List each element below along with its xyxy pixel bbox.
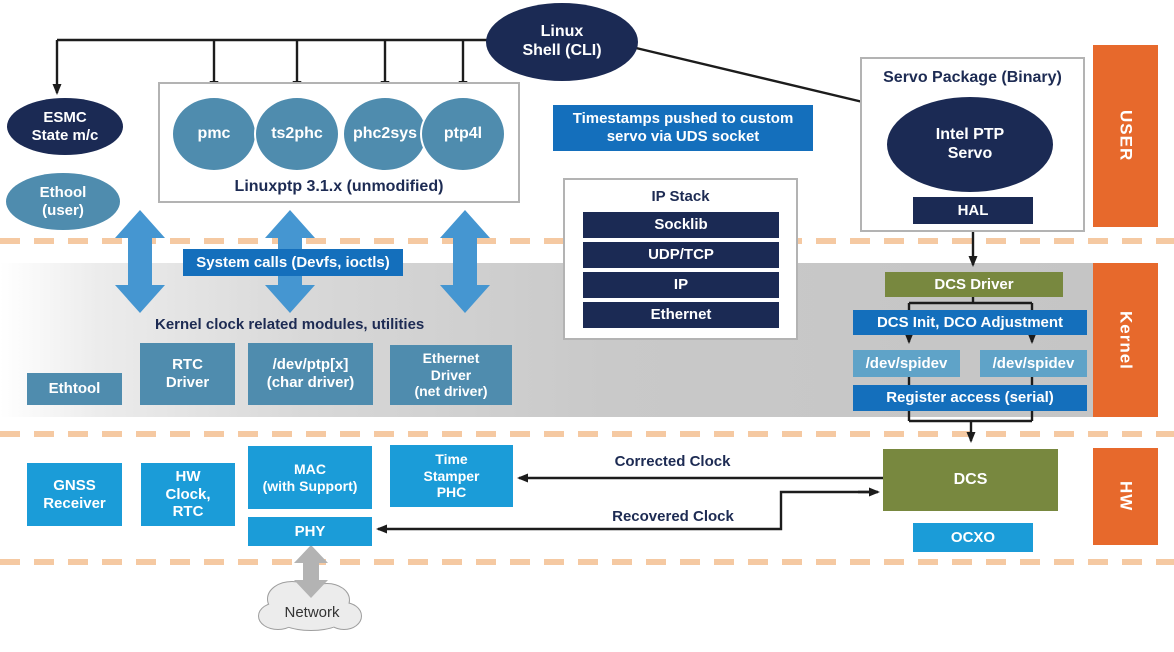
recovered-clock-arrow bbox=[376, 490, 877, 534]
mac-box: MAC (with Support) bbox=[248, 446, 372, 509]
ip-stack-row-socklib: Socklib bbox=[583, 212, 779, 238]
phy-network-arrow bbox=[294, 545, 328, 598]
ip-stack-row-ethernet: Ethernet bbox=[583, 302, 779, 328]
dcs-driver-box: DCS Driver bbox=[885, 272, 1063, 297]
network-label: Network bbox=[284, 604, 340, 621]
phc2sys-node: phc2sys bbox=[342, 96, 428, 172]
pmc-node: pmc bbox=[171, 96, 257, 172]
corrected-clock-label: Corrected Clock bbox=[614, 453, 731, 470]
spidev-left-box: /dev/spidev bbox=[853, 350, 960, 377]
recovered-clock-label: Recovered Clock bbox=[612, 508, 734, 525]
kernel-modules-caption: Kernel clock related modules, utilities bbox=[155, 316, 425, 333]
layer-divider-kernel-hw bbox=[0, 431, 1174, 437]
timestamps-note: Timestamps pushed to custom servo via UD… bbox=[553, 105, 813, 151]
esmc-state-node: ESMC State m/c bbox=[7, 98, 123, 155]
rtc-driver-box: RTC Driver bbox=[140, 343, 235, 405]
ethool-user-node: Ethool (user) bbox=[6, 173, 120, 230]
servo-package-title: Servo Package (Binary) bbox=[883, 69, 1062, 86]
register-access-box: Register access (serial) bbox=[853, 385, 1087, 411]
ts2phc-node: ts2phc bbox=[254, 96, 340, 172]
linuxptp-caption: Linuxptp 3.1.x (unmodified) bbox=[234, 178, 444, 195]
ip-stack-title: IP Stack bbox=[651, 188, 710, 205]
ethernet-driver-box: Ethernet Driver (net driver) bbox=[390, 345, 512, 405]
ethtool-box: Ethtool bbox=[27, 373, 122, 405]
ip-stack-box: IP Stack Socklib UDP/TCP IP Ethernet bbox=[563, 178, 798, 340]
layer-bar-user: USER bbox=[1093, 45, 1158, 227]
ocxo-box: OCXO bbox=[913, 523, 1033, 552]
hw-clock-rtc-box: HW Clock, RTC bbox=[141, 463, 235, 526]
system-calls-box: System calls (Devfs, ioctls) bbox=[183, 249, 403, 276]
dev-ptp-box: /dev/ptp[x] (char driver) bbox=[248, 343, 373, 405]
dcs-init-box: DCS Init, DCO Adjustment bbox=[853, 310, 1087, 335]
phy-box: PHY bbox=[248, 517, 372, 546]
ip-stack-row-ip: IP bbox=[583, 272, 779, 298]
gnss-receiver-box: GNSS Receiver bbox=[27, 463, 122, 526]
shell-fanout-lines bbox=[52, 38, 890, 111]
blue-double-arrow-1 bbox=[115, 210, 165, 313]
ip-stack-row-udptcp: UDP/TCP bbox=[583, 242, 779, 268]
time-stamper-phc-box: Time Stamper PHC bbox=[390, 445, 513, 507]
blue-double-arrow-3 bbox=[440, 210, 490, 313]
ptp4l-node: ptp4l bbox=[420, 96, 506, 172]
spidev-right-box: /dev/spidev bbox=[980, 350, 1087, 377]
linux-shell-node: Linux Shell (CLI) bbox=[486, 3, 638, 81]
dcs-box: DCS bbox=[883, 449, 1058, 511]
layer-divider-bottom bbox=[0, 559, 1174, 565]
intel-ptp-servo-node: Intel PTP Servo bbox=[887, 97, 1053, 192]
layer-bar-hw: HW bbox=[1093, 448, 1158, 545]
hal-box: HAL bbox=[913, 197, 1033, 224]
layer-bar-kernel: Kernel bbox=[1093, 263, 1158, 417]
